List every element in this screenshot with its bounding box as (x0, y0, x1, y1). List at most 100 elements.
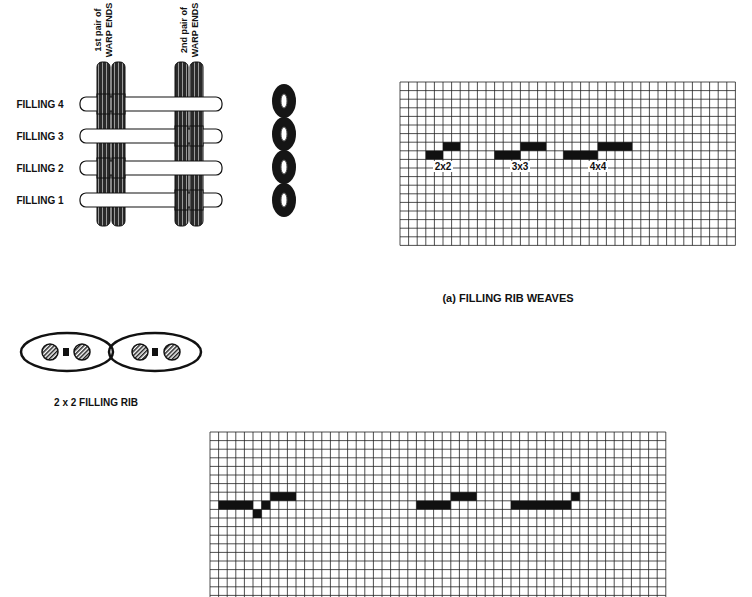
grid-line (442, 432, 443, 597)
grid-line (210, 518, 666, 519)
grid-line (622, 432, 623, 597)
warp-label: 2nd pair of WARP ENDS (179, 1, 201, 59)
grid-line (408, 82, 409, 245)
filling-label: FILLING 4 (16, 99, 63, 110)
grid-line (407, 432, 408, 597)
point-paper-grid (210, 432, 666, 597)
grid-line (400, 125, 735, 126)
weave-label: 2x2 (433, 161, 454, 172)
grid-line (373, 432, 374, 597)
grid-line (210, 432, 211, 597)
point-paper-grid (400, 82, 735, 245)
grid-line (400, 193, 735, 194)
filled-cell (253, 509, 262, 518)
grid-line (493, 432, 494, 597)
grid-line (210, 552, 666, 553)
grid-line (545, 432, 546, 597)
grid-line (400, 82, 401, 245)
weave-drawing (80, 62, 222, 226)
grid-line (614, 432, 615, 597)
grid-line (511, 432, 512, 597)
grid-line (390, 432, 391, 597)
grid-line (571, 432, 572, 597)
grid-line (400, 228, 735, 229)
warp-label: 1st pair of WARP ENDS (93, 1, 115, 59)
grid-line (579, 432, 580, 597)
grid-line (210, 543, 666, 544)
grid-line (675, 82, 676, 245)
grid-line (416, 432, 417, 597)
grid-line (313, 432, 314, 597)
filled-cell (426, 151, 443, 160)
grid-line (665, 432, 666, 597)
cross-section (21, 333, 201, 371)
grid-line (425, 82, 426, 245)
grid-line (563, 82, 564, 245)
grid-line (296, 432, 297, 597)
filled-cell (451, 492, 477, 501)
grid-line (528, 432, 529, 597)
grid-line (718, 82, 719, 245)
grid-line (210, 586, 666, 587)
grid-line (399, 432, 400, 597)
filled-cell (511, 501, 571, 510)
grid-line (666, 82, 667, 245)
grid-line (270, 432, 271, 597)
grid-line (536, 432, 537, 597)
grid-line (400, 99, 735, 100)
grid-line (400, 236, 735, 237)
filled-cell (270, 492, 296, 501)
grid-line (356, 432, 357, 597)
grid-line (244, 432, 245, 597)
grid-line (210, 432, 666, 433)
grid-line (546, 82, 547, 245)
grid-line (400, 185, 735, 186)
grid-line (339, 432, 340, 597)
grid-line (210, 466, 666, 467)
grid-line (735, 82, 736, 245)
grid-line (210, 457, 666, 458)
filled-cell (563, 151, 597, 160)
grid-line (210, 535, 666, 536)
filled-cell (219, 501, 253, 510)
grid-line (658, 82, 659, 245)
grid-line (210, 449, 666, 450)
grid-line (477, 82, 478, 245)
grid-line (640, 432, 641, 597)
figure-caption: (a) FILLING RIB WEAVES (442, 292, 573, 304)
grid-line (450, 432, 451, 597)
grid-line (210, 578, 666, 579)
grid-line (648, 432, 649, 597)
grid-line (562, 432, 563, 597)
filled-cell (262, 501, 271, 510)
grid-line (519, 432, 520, 597)
grid-line (692, 82, 693, 245)
grid-line (537, 82, 538, 245)
grid-line (227, 432, 228, 597)
grid-line (726, 82, 727, 245)
filled-cell (598, 142, 632, 151)
grid-line (278, 432, 279, 597)
grid-line (382, 432, 383, 597)
grid-line (657, 432, 658, 597)
filling-label: FILLING 3 (16, 131, 63, 142)
grid-line (400, 219, 735, 220)
grid-line (304, 432, 305, 597)
grid-line (400, 176, 735, 177)
grid-line (400, 90, 735, 91)
grid-line (400, 245, 735, 246)
grid-line (210, 526, 666, 527)
grid-line (400, 133, 735, 134)
grid-line (460, 82, 461, 245)
grid-line (701, 82, 702, 245)
grid-line (476, 432, 477, 597)
grid-line (330, 432, 331, 597)
grid-line (210, 569, 666, 570)
grid-line (468, 432, 469, 597)
grid-line (433, 432, 434, 597)
grid-line (210, 475, 666, 476)
grid-line (235, 432, 236, 597)
weave-label: 4x4 (588, 161, 609, 172)
grid-line (287, 432, 288, 597)
